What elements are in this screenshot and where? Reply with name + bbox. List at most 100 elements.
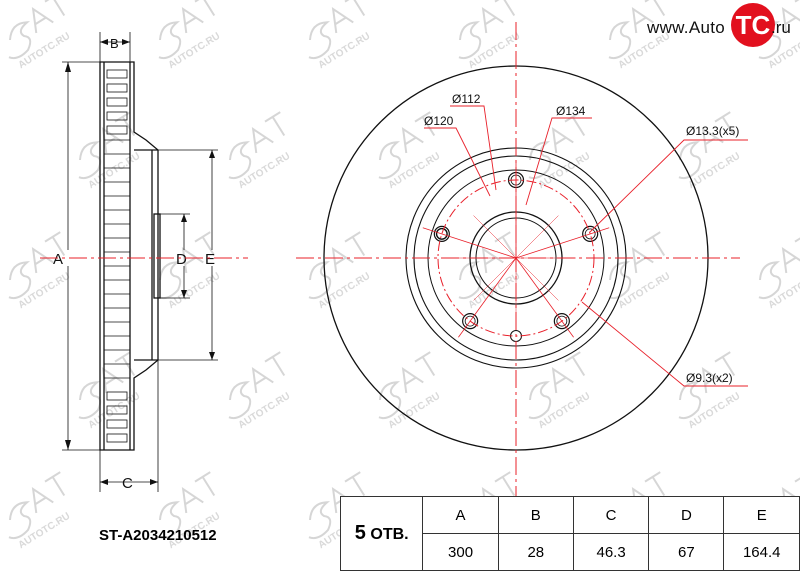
watermark-mark: AUTOTC.RU <box>8 231 72 311</box>
watermark-letter <box>714 111 736 137</box>
bolt-hole <box>433 225 450 242</box>
watermark-swoosh <box>758 261 782 300</box>
watermark-swoosh <box>228 141 252 180</box>
watermark-swoosh <box>158 501 182 540</box>
bolt-hole-ray <box>515 227 610 259</box>
arrow-head <box>181 214 187 222</box>
watermark-swoosh <box>528 381 552 420</box>
watermark-swoosh <box>308 21 332 60</box>
pcd-ray <box>473 257 517 301</box>
watermark-swoosh <box>378 381 402 420</box>
leader-d134 <box>525 117 592 206</box>
arrow-head <box>150 479 158 485</box>
pcd-ray <box>515 257 559 301</box>
vane <box>106 83 128 93</box>
spec-value-a: 300 <box>422 533 499 571</box>
label-d120: Ø120 <box>424 114 454 128</box>
watermark-letter <box>494 0 516 17</box>
watermark-letter <box>181 7 204 34</box>
bolt-hole <box>582 225 599 242</box>
label-small-holes: Ø9.3(x2) <box>686 371 733 385</box>
watermark-letter <box>551 367 574 394</box>
arrow-head <box>209 150 215 158</box>
label-d112: Ø112 <box>452 92 481 106</box>
watermark-swoosh <box>528 141 552 180</box>
watermark-mark: AUTOTC.RU <box>458 231 522 311</box>
spec-header-e: E <box>723 496 800 534</box>
watermark-letter <box>194 0 216 17</box>
watermark-mark: AUTOTC.RU <box>78 111 142 191</box>
watermark-letter <box>114 351 136 377</box>
spec-value-e: 164.4 <box>723 533 800 571</box>
watermark-letter <box>701 367 724 394</box>
watermark-letter <box>564 111 586 137</box>
side-view <box>99 61 161 451</box>
watermark-letter <box>401 127 424 154</box>
watermark-swoosh <box>678 381 702 420</box>
pcd-ray <box>515 215 559 259</box>
side-dimensions <box>62 32 218 492</box>
label-d: D <box>176 251 187 268</box>
vane <box>106 405 128 415</box>
watermark-letter <box>181 487 204 514</box>
leader-d112 <box>450 105 497 191</box>
watermark-mark: AUTOTC.RU <box>758 231 800 311</box>
label-d134: Ø134 <box>556 104 586 118</box>
watermark-letter <box>344 0 366 17</box>
watermark-mark: AUTOTC.RU <box>8 471 72 551</box>
watermark-letter <box>794 231 800 257</box>
watermark-letter <box>251 127 274 154</box>
pcd-ray <box>473 215 517 259</box>
bolt-hole-inner <box>584 228 596 240</box>
watermark-mark: AUTOTC.RU <box>378 351 442 431</box>
watermark-mark: AUTOTC.RU <box>228 111 292 191</box>
bolt-hole-number: 5 <box>354 522 366 544</box>
watermark-text: AUTOTC.RU <box>767 271 800 311</box>
watermark-letter <box>264 111 286 137</box>
bolt-hole-count: 5 ОТВ. <box>339 496 424 571</box>
watermark-letter <box>494 231 516 257</box>
watermark-letter <box>194 231 216 257</box>
logo-text-www: www.Auto <box>647 18 725 37</box>
watermark-letter <box>344 471 366 497</box>
watermark-letter <box>794 471 800 497</box>
bolt-hole-ray <box>515 257 574 338</box>
watermark-letter <box>701 127 724 154</box>
watermark-letter <box>44 0 66 17</box>
bolt-hole <box>462 313 479 330</box>
side-arrows <box>65 39 215 485</box>
label-large-holes: Ø13.3(x5) <box>686 124 739 138</box>
arrow-head <box>65 62 71 72</box>
watermark-letter <box>551 127 574 154</box>
watermark-swoosh <box>158 261 182 300</box>
spec-value-c: 46.3 <box>572 533 650 571</box>
watermark-swoosh <box>8 501 32 540</box>
watermark-swoosh <box>78 381 102 420</box>
spec-header-row: 5 ОТВ. A B C D E <box>339 496 800 571</box>
arrow-head <box>209 352 215 360</box>
watermark-letter <box>44 471 66 497</box>
bolt-hole <box>553 313 570 330</box>
watermark-letter <box>31 487 54 514</box>
label-c: C <box>122 475 133 492</box>
watermark-letter <box>331 7 354 34</box>
arrow-head <box>100 479 108 485</box>
watermark-mark: AUTOTC.RU <box>308 231 372 311</box>
bolt-hole-ray <box>458 257 517 338</box>
watermark-swoosh <box>608 21 632 60</box>
arrow-head <box>65 440 71 450</box>
watermark-letter <box>781 7 800 34</box>
front-leaders <box>424 105 748 387</box>
spec-value-row: 300 28 46.3 67 164.4 <box>341 533 800 571</box>
arrow-head <box>181 290 187 298</box>
watermark-letter <box>644 471 666 497</box>
watermark-swoosh <box>378 141 402 180</box>
locating-hole <box>435 227 448 240</box>
label-b: B <box>110 36 119 51</box>
spec-table: 5 ОТВ. A B C D E 300 28 46.3 67 164.4 <box>339 496 800 571</box>
vane <box>106 433 128 443</box>
watermark-letter <box>781 247 800 274</box>
spec-header-d: D <box>648 496 725 534</box>
watermark-letter <box>44 231 66 257</box>
